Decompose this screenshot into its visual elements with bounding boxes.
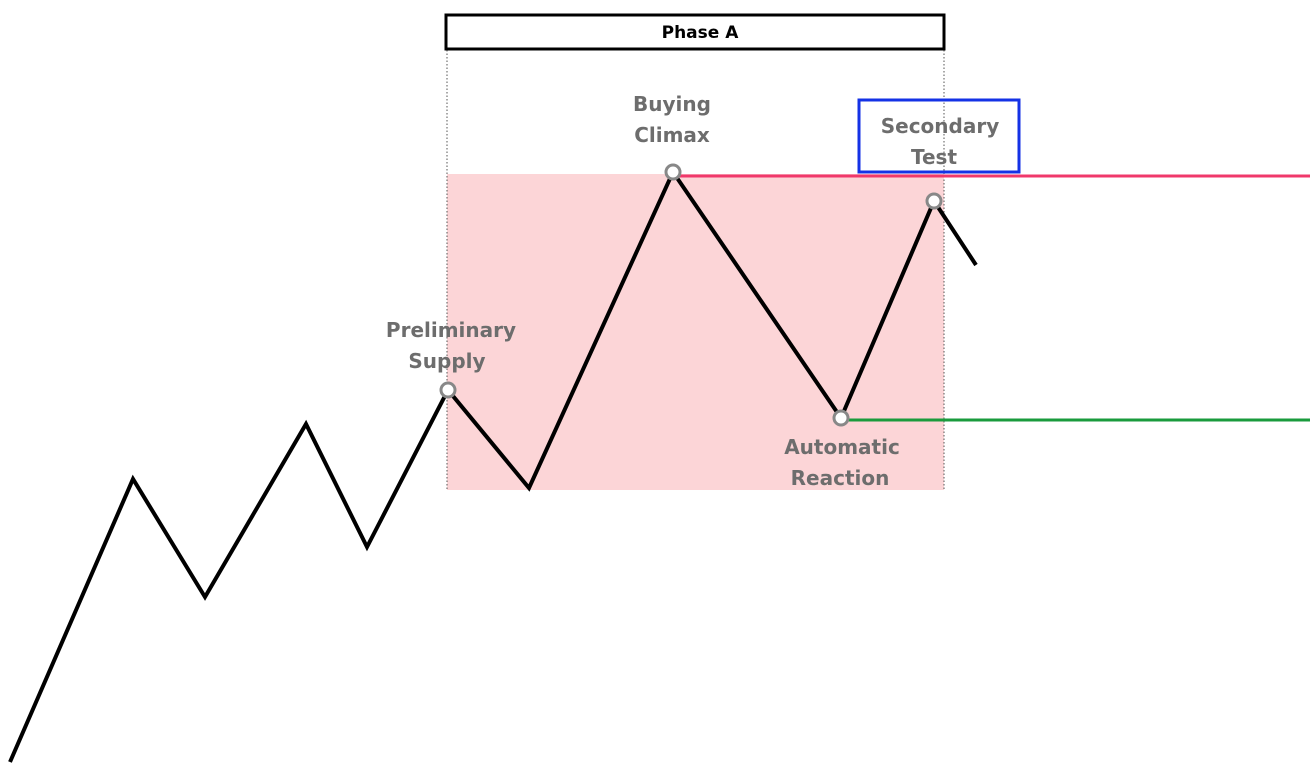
trading-range-area bbox=[447, 174, 944, 490]
preliminary-supply-marker bbox=[439, 381, 457, 399]
automatic-reaction-label-line2: Reaction bbox=[791, 466, 890, 490]
preliminary-supply-label-line1: Preliminary bbox=[386, 318, 516, 342]
phase-title: Phase A bbox=[662, 23, 740, 43]
automatic-reaction-label-line1: Automatic bbox=[784, 435, 900, 459]
buying-climax-label-line1: Buying bbox=[633, 92, 711, 116]
buying-climax-label-line2: Climax bbox=[634, 123, 710, 147]
buying-climax-marker bbox=[664, 163, 682, 181]
secondary-test-marker bbox=[925, 192, 943, 210]
secondary-test-label-line1: Secondary bbox=[881, 114, 1000, 138]
phase-title-box bbox=[444, 13, 946, 51]
secondary-test-label-line2: Test bbox=[911, 145, 957, 169]
secondary-test-highlight-box bbox=[857, 98, 1021, 174]
preliminary-supply-label-line2: Supply bbox=[408, 349, 485, 373]
automatic-reaction-marker bbox=[832, 409, 850, 427]
